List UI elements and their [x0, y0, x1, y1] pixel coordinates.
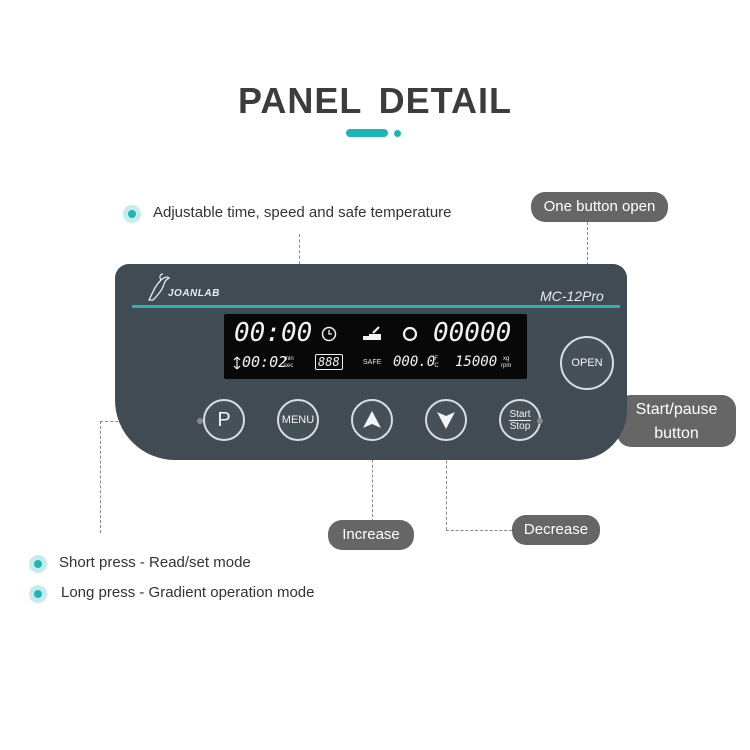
bullet-icon	[29, 555, 47, 573]
display-time: 00:00	[234, 318, 313, 348]
note-long-press: Long press - Gradient operation mode	[61, 584, 315, 601]
increase-button[interactable]	[351, 399, 393, 441]
callout-increase: Increase	[328, 520, 414, 550]
accel-unit-min: min	[284, 356, 294, 362]
triangle-down-icon	[437, 412, 455, 429]
callout-start-pause: Start/pause button	[617, 395, 736, 447]
temp-unit-c: °C	[432, 363, 439, 369]
open-button-label: OPEN	[571, 357, 603, 369]
page-title: PANEL DETAIL	[237, 80, 512, 121]
triangle-up-icon	[363, 411, 381, 428]
display-temperature: 000.0	[393, 354, 436, 370]
start-label: Start	[509, 408, 531, 421]
guide-dot	[537, 418, 543, 424]
clock-icon	[321, 326, 337, 347]
temp-unit-f: °F	[432, 356, 439, 362]
menu-button[interactable]: MENU	[277, 399, 319, 441]
logo-icon	[145, 272, 171, 307]
display-speed: 00000	[433, 318, 512, 348]
menu-button-label: MENU	[281, 414, 315, 426]
guide-dot	[197, 418, 203, 424]
open-button[interactable]: OPEN	[560, 336, 614, 390]
rpm-unit-rpm: rpm	[501, 363, 512, 369]
p-button[interactable]: P	[203, 399, 245, 441]
bullet-icon	[123, 205, 141, 223]
guide-line-adjustable	[299, 234, 300, 264]
accent-line	[132, 305, 620, 308]
title-underline-bar	[346, 129, 388, 137]
callout-decrease: Decrease	[512, 515, 600, 545]
note-short-press: Short press - Read/set mode	[59, 554, 251, 571]
display-accel-time: 00:02	[242, 353, 288, 371]
model-name: MC-12Pro	[540, 288, 604, 304]
guide-line-p-vertical	[100, 421, 101, 533]
rpm-unit-xg: xg	[503, 356, 510, 362]
brand-logo: JOANLAB	[168, 288, 220, 299]
guide-line-decrease-horizontal	[446, 530, 512, 531]
start-stop-button[interactable]: Start Stop	[499, 399, 541, 441]
guide-line-increase	[372, 440, 373, 522]
title-underline-dot	[394, 130, 401, 137]
display-program: 888	[315, 354, 343, 370]
decrease-button[interactable]	[425, 399, 467, 441]
accel-unit-sec: sec	[284, 363, 294, 369]
note-adjustable: Adjustable time, speed and safe temperat…	[153, 204, 452, 221]
guide-line-decrease-vertical	[446, 440, 447, 530]
display-safe: SAFE	[363, 359, 382, 366]
callout-one-button-open: One button open	[531, 192, 668, 222]
lcd-display	[224, 314, 527, 379]
lid-icon	[361, 324, 383, 347]
updown-arrow-icon	[233, 356, 241, 375]
p-button-label: P	[217, 408, 231, 431]
bullet-icon	[29, 585, 47, 603]
stop-label: Stop	[509, 420, 531, 432]
display-rpm: 15000	[455, 354, 498, 370]
rotor-icon	[402, 326, 418, 347]
